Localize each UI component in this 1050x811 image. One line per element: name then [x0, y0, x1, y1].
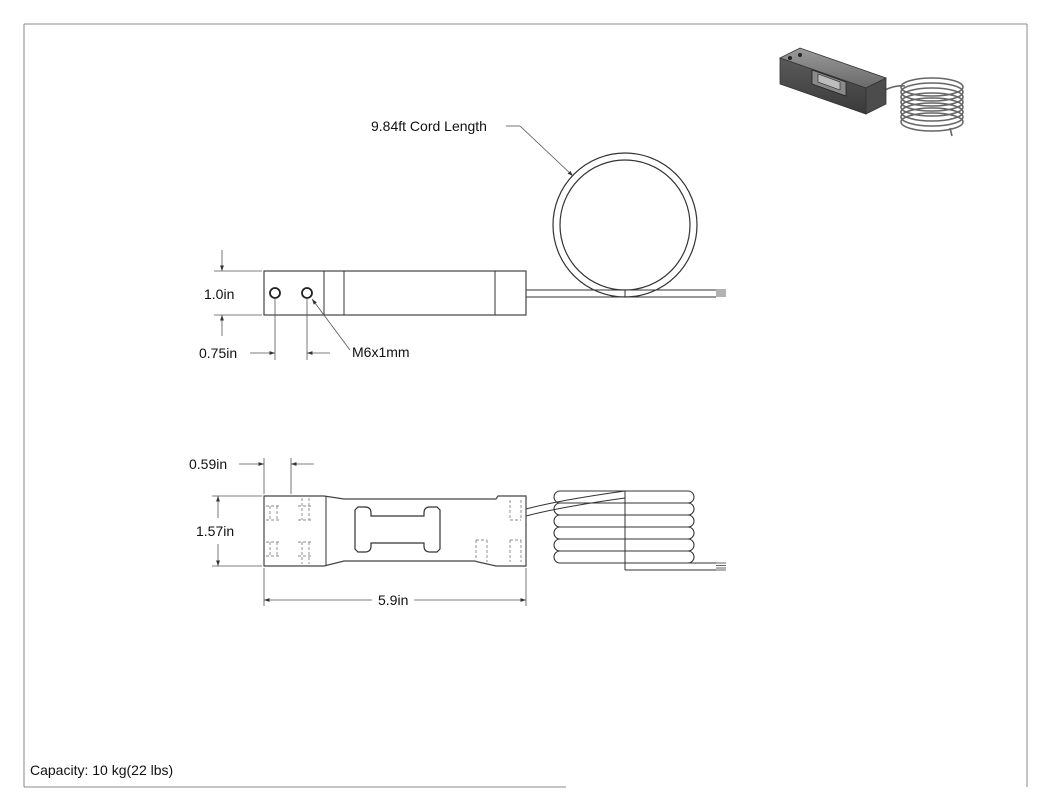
capacity-note: Capacity: 10 kg(22 lbs): [30, 762, 173, 778]
thread-label: M6x1mm: [352, 344, 410, 360]
hidden-holes: [266, 498, 522, 564]
length-label: 5.9in: [378, 592, 408, 608]
drawing-frame: [23, 23, 1028, 788]
cord-length-callout: 9.84ft Cord Length: [371, 118, 574, 177]
length-dimension: 5.9in: [263, 568, 527, 608]
isometric-view: [778, 47, 964, 137]
cable-coil-illustration: [884, 77, 964, 137]
cord-length-label: 9.84ft Cord Length: [371, 118, 487, 134]
top-view: 9.84ft Cord Length 1.0in 0.75in M6x1mm: [199, 118, 726, 361]
load-cell-body-top: [263, 270, 527, 316]
width-dimension: 1.57in: [196, 495, 262, 567]
thread-callout: M6x1mm: [311, 298, 410, 360]
cable-loop: [552, 152, 698, 298]
cable-straight: [525, 289, 726, 298]
edge-offset-label: 0.59in: [189, 456, 227, 472]
height-label: 1.0in: [204, 286, 234, 302]
cable-coil-side: [525, 490, 726, 571]
side-view: 0.59in 1.57in 5.9in: [189, 456, 726, 608]
edge-offset-dimension: 0.59in: [189, 456, 314, 494]
height-dimension: 1.0in: [204, 250, 262, 336]
hole-spacing-dimension: 0.75in: [199, 298, 330, 361]
hole-spacing-label: 0.75in: [199, 345, 237, 361]
bending-slot: [354, 506, 441, 553]
width-label: 1.57in: [196, 523, 234, 539]
